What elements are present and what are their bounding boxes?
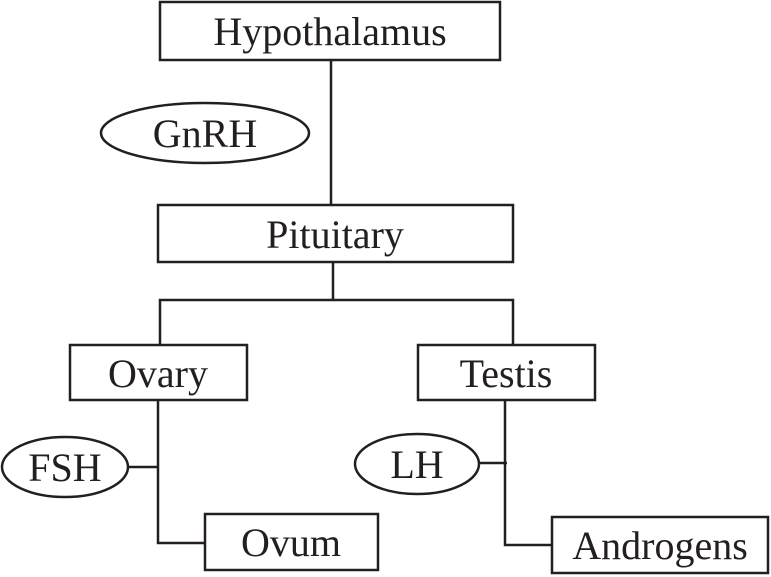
lh-label: LH bbox=[390, 442, 443, 487]
ovary-label: Ovary bbox=[108, 351, 208, 396]
hormone-gnrh: GnRH bbox=[99, 101, 311, 165]
connectors bbox=[128, 60, 552, 547]
fsh-label: FSH bbox=[28, 445, 101, 490]
androgens-label: Androgens bbox=[572, 523, 748, 568]
hormone-lh: LH bbox=[353, 432, 481, 496]
ovum-label: Ovum bbox=[241, 520, 341, 565]
pituitary-branch-link bbox=[158, 298, 515, 345]
node-ovum: Ovum bbox=[203, 512, 380, 572]
node-hypothalamus: Hypothalamus bbox=[158, 0, 502, 62]
gnrh-label: GnRH bbox=[153, 111, 257, 156]
hormone-fsh: FSH bbox=[0, 435, 130, 499]
node-androgens: Androgens bbox=[550, 515, 770, 575]
testis-label: Testis bbox=[460, 351, 553, 396]
pituitary-label: Pituitary bbox=[266, 212, 404, 257]
hypothalamus-label: Hypothalamus bbox=[213, 9, 446, 54]
testis-androgens-link bbox=[503, 400, 552, 547]
ovary-ovum-link bbox=[156, 400, 205, 545]
node-testis: Testis bbox=[416, 343, 597, 402]
node-pituitary: Pituitary bbox=[156, 203, 515, 264]
node-ovary: Ovary bbox=[68, 343, 249, 402]
